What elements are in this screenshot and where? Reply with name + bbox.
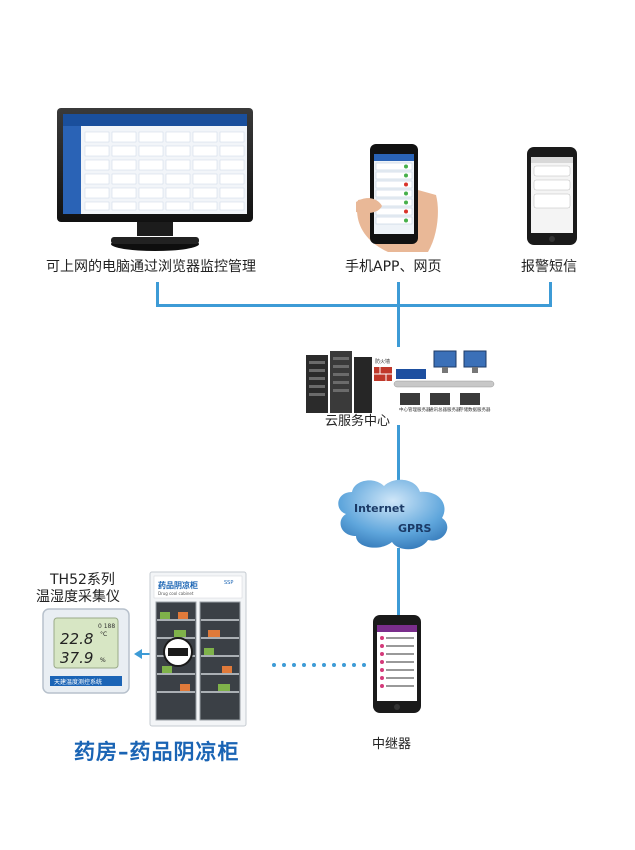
internet-text: Internet: [354, 502, 405, 515]
device-title-line1: TH52系列: [50, 572, 115, 588]
svg-text:SSP: SSP: [224, 580, 233, 586]
switch-icon: [396, 369, 426, 379]
firewall-icon: 防火墙: [374, 358, 392, 381]
humidity-value: 37.9: [60, 649, 93, 667]
svg-text:中心管理服务器: 中心管理服务器: [399, 406, 431, 413]
svg-text:存储数据服务器: 存储数据服务器: [459, 406, 491, 413]
cloud-service-center: 防火墙 中心管理服务器 通讯总器服务器 存储数据服务器: [306, 350, 495, 413]
repeater-phone: [373, 615, 421, 713]
svg-text:%: %: [100, 657, 106, 664]
svg-text:通讯总器服务器: 通讯总器服务器: [429, 406, 461, 413]
workstation-icon: [433, 350, 487, 373]
svg-text:0 188: 0 188: [98, 623, 115, 630]
device-title-line2: 温湿度采集仪: [36, 589, 120, 605]
th52-device: 0 188 22.8 °C 37.9 % 天建温度测控系统: [42, 608, 130, 694]
link-sms-down: [549, 282, 552, 306]
pc-label: 可上网的电脑通过浏览器监控管理: [46, 259, 256, 275]
svg-text:防火墙: 防火墙: [375, 358, 390, 365]
wireless-dotted-link: [272, 663, 366, 667]
link-horizontal-bus: [156, 304, 552, 307]
server-rack-icon: [306, 351, 372, 413]
bottom-title: 药房–药品阴凉柜: [74, 740, 240, 764]
cabinet-sign: 药品阴凉柜: [158, 580, 198, 590]
svg-text:天建温度测控系统: 天建温度测控系统: [54, 678, 102, 686]
link-cloud-to-internet: [397, 425, 400, 490]
cloud-center-label: 云服务中心: [325, 414, 391, 429]
svg-text:°C: °C: [100, 631, 107, 638]
repeater-label: 中继器: [372, 737, 412, 752]
sms-phone: [527, 147, 577, 245]
link-internet-to-repeater: [397, 548, 400, 616]
drug-cool-cabinet: 药品阴凉柜 Drug cool cabinet SSP: [149, 571, 247, 727]
phone-label: 手机APP、网页: [345, 259, 442, 275]
temperature-value: 22.8: [60, 630, 93, 648]
pc-monitor: [57, 108, 253, 251]
link-phone-down: [397, 282, 400, 347]
gprs-text: GPRS: [398, 522, 432, 535]
link-pc-down: [156, 282, 159, 306]
internet-cloud: Internet GPRS: [338, 479, 448, 550]
sms-label: 报警短信: [521, 259, 577, 275]
phone-in-hand: [356, 144, 438, 252]
svg-text:Drug cool cabinet: Drug cool cabinet: [158, 591, 194, 596]
